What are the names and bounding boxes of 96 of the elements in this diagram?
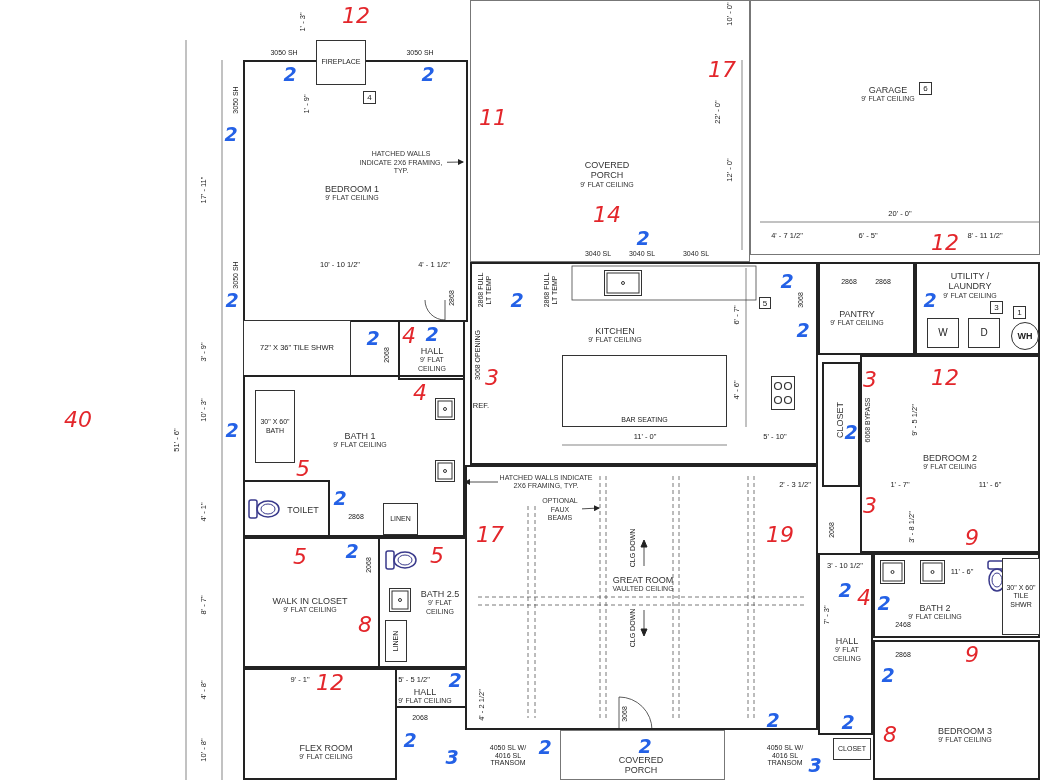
handwritten-number: 2 [877, 592, 891, 614]
handwritten-number: 3 [863, 493, 877, 519]
porch-outline [750, 0, 1040, 255]
room-name: FLEX ROOM [299, 742, 353, 753]
handwritten-number: 4 [857, 585, 871, 611]
room-outline [243, 480, 330, 537]
handwritten-number: 2 [425, 323, 439, 345]
room-outline [822, 362, 860, 487]
handwritten-number: 4 [402, 323, 416, 349]
handwritten-number: 12 [342, 3, 370, 29]
room-name: BATH 1 [344, 430, 376, 441]
room-name: WALK IN CLOSET [272, 595, 348, 606]
handwritten-number: 3 [445, 746, 459, 768]
handwritten-number: 9 [965, 642, 979, 668]
room-outline [398, 320, 465, 380]
room-name: TOILET [287, 504, 319, 516]
handwritten-number: 3 [808, 754, 822, 776]
handwritten-number: 8 [358, 612, 372, 638]
handwritten-number: 2 [780, 270, 794, 292]
room-name: COVERED PORCH [583, 160, 631, 182]
room-name: BEDROOM 1 [325, 183, 379, 194]
handwritten-number: 2 [421, 63, 435, 85]
room-outline [243, 375, 465, 537]
washer: W [927, 318, 959, 348]
room-name: BEDROOM 2 [923, 452, 977, 463]
room-name: KITCHEN [595, 325, 635, 336]
handwritten-number: 5 [296, 456, 310, 482]
room-name: BATH 2.5 [420, 589, 460, 600]
room-name: BATH 2 [919, 602, 951, 613]
handwritten-number: 2 [838, 579, 852, 601]
room-name: CLOSET [834, 402, 845, 438]
handwritten-number: 2 [225, 289, 239, 311]
room-outline [243, 668, 397, 780]
handwritten-number: 5 [293, 544, 307, 570]
room-name: HALL [835, 636, 859, 647]
room-name: PANTRY [839, 308, 875, 319]
handwritten-number: 2 [283, 63, 297, 85]
handwritten-number: 2 [345, 540, 359, 562]
room-tag: 1 [1013, 306, 1026, 319]
porch-outline [470, 0, 750, 262]
handwritten-number: 2 [638, 735, 652, 757]
room-outline [378, 537, 467, 668]
handwritten-number: 17 [476, 522, 504, 548]
room-tag: 4 [363, 91, 376, 104]
handwritten-number: 2 [841, 711, 855, 733]
handwritten-number: 3 [485, 365, 499, 391]
handwritten-number: 2 [923, 289, 937, 311]
room-name: GREAT ROOM [612, 574, 674, 585]
handwritten-number: 40 [64, 407, 92, 433]
room-tag: 6 [919, 82, 932, 95]
room-name: GARAGE [868, 84, 908, 95]
room-outline [243, 60, 468, 322]
handwritten-number: 2 [881, 664, 895, 686]
handwritten-number: 2 [538, 736, 552, 758]
handwritten-number: 11 [479, 105, 507, 131]
handwritten-number: 2 [796, 319, 810, 341]
handwritten-number: 9 [965, 525, 979, 551]
handwritten-number: 8 [883, 722, 897, 748]
handwritten-number: 2 [225, 419, 239, 441]
handwritten-number: 12 [931, 230, 959, 256]
room-outline [470, 262, 818, 465]
handwritten-number: 2 [844, 421, 858, 443]
room-name: UTILITY / LAUNDRY [947, 271, 993, 293]
handwritten-number: 5 [430, 543, 444, 569]
room-name: BEDROOM 3 [938, 725, 992, 736]
handwritten-number: 19 [766, 522, 794, 548]
water-heater: WH [1011, 322, 1039, 350]
handwritten-number: 2 [224, 123, 238, 145]
handwritten-number: 12 [316, 670, 344, 696]
handwritten-number: 12 [931, 365, 959, 391]
handwritten-number: 2 [403, 729, 417, 751]
handwritten-number: 2 [448, 669, 462, 691]
room-outline [873, 553, 1040, 638]
handwritten-number: 2 [766, 709, 780, 731]
room-outline [860, 355, 1040, 553]
room-name: COVERED PORCH [617, 754, 665, 776]
handwritten-number: 2 [636, 227, 650, 249]
room-tag: 3 [990, 301, 1003, 314]
handwritten-number: 14 [593, 202, 621, 228]
handwritten-number: 3 [863, 367, 877, 393]
handwritten-number: 17 [708, 57, 736, 83]
handwritten-number: 2 [366, 327, 380, 349]
room-outline [873, 640, 1040, 780]
room-name: HALL [420, 346, 444, 357]
handwritten-number: 2 [333, 487, 347, 509]
dryer: D [968, 318, 1000, 348]
porch-outline [560, 730, 725, 780]
room-outline [818, 262, 915, 355]
handwritten-number: 4 [413, 380, 427, 406]
room-name: HALL [413, 686, 437, 697]
room-tag: 5 [759, 297, 771, 309]
room-outline [818, 553, 873, 735]
room-outline [395, 668, 467, 708]
room-outline [915, 262, 1040, 355]
handwritten-number: 2 [510, 289, 524, 311]
room-outline [243, 537, 380, 668]
